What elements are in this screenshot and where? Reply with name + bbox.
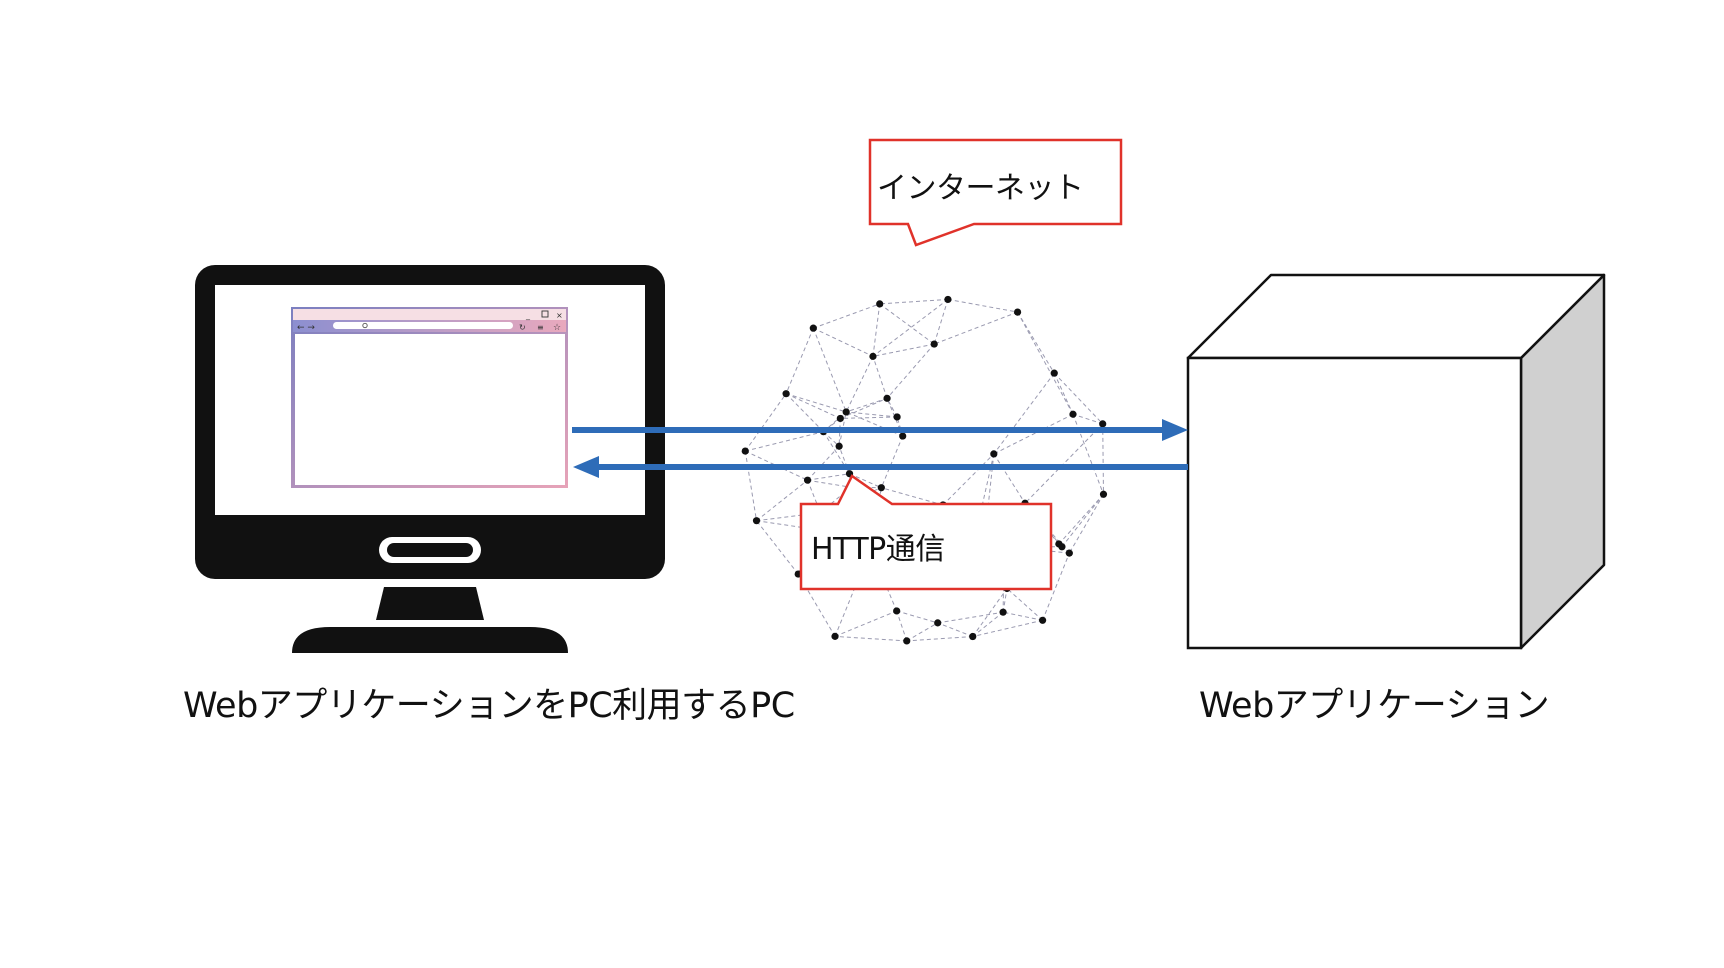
cube-server-icon [1186, 273, 1606, 650]
callout-http [799, 474, 1053, 591]
network-globe-icon [741, 295, 1108, 645]
network-nodes [741, 295, 1108, 645]
web-app-caption: Webアプリケーション [1199, 686, 1550, 726]
response-arrow [573, 456, 1188, 478]
pc-caption: WebアプリケーションをPC利用するPC [183, 686, 795, 726]
svg-text:↻: ↻ [519, 323, 526, 332]
svg-text:≡: ≡ [537, 323, 544, 332]
svg-text:_: _ [525, 311, 531, 320]
desktop-monitor-icon: ← → ↻ ≡ ☆ _ × [195, 265, 665, 653]
callout-internet-text: インターネット [877, 171, 1084, 206]
request-arrow [572, 419, 1188, 441]
callout-http-text: HTTP通信 [811, 532, 945, 567]
callout-internet [868, 138, 1123, 247]
browser-window-icon: ← → ↻ ≡ ☆ _ × [291, 307, 568, 488]
svg-text:← →: ← → [297, 323, 315, 333]
svg-text:☆: ☆ [553, 323, 561, 333]
svg-text:×: × [556, 311, 563, 320]
